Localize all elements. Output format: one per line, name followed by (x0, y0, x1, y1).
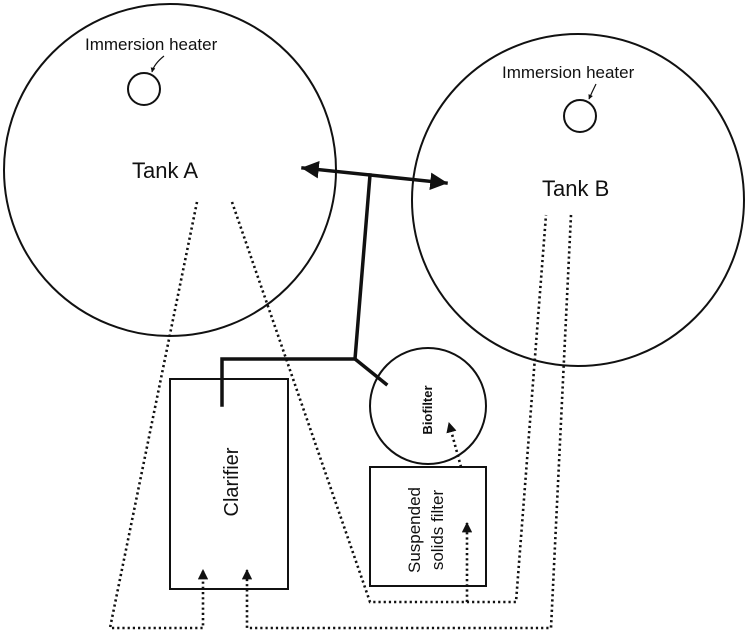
suspended-solids-filter-label-line2: solids filter (428, 490, 447, 571)
clarifier-to-tanks-pipe (220, 173, 372, 407)
tank-a-heater-pointer (150, 55, 165, 73)
tank-a-drain-outer (108, 201, 209, 630)
biofilter-outline (369, 347, 487, 465)
tank-b-outline (411, 33, 745, 367)
solids-filter-to-biofilter (446, 421, 463, 468)
clarifier-label: Clarifier (221, 447, 243, 516)
drain-lines (108, 201, 573, 630)
tank-b: Tank B Immersion heater (411, 33, 745, 367)
clarifier: Clarifier (169, 378, 289, 590)
tank-distribution-pipe (301, 160, 448, 191)
biofilter: Biofilter (369, 347, 487, 465)
suspended-solids-filter: Suspended solids filter (369, 466, 487, 587)
tank-a-heater-label: Immersion heater (85, 35, 218, 54)
tank-b-heater (563, 99, 597, 133)
suspended-solids-filter-label-line1: Suspended (405, 487, 424, 573)
return-pipes (220, 160, 448, 407)
tank-a-label: Tank A (132, 158, 198, 183)
tank-a-heater (127, 72, 161, 106)
biofilter-label: Biofilter (420, 385, 435, 434)
tank-b-label: Tank B (542, 176, 609, 201)
biofilter-to-tanks-pipe (352, 356, 389, 387)
tank-b-heater-pointer (588, 83, 597, 100)
clarifier-box (169, 378, 289, 590)
suspended-solids-filter-box (369, 466, 487, 587)
tank-a-to-tank-b-drain (230, 201, 548, 604)
tank-b-heater-label: Immersion heater (502, 63, 635, 82)
tank-a: Tank A Immersion heater (3, 3, 337, 337)
